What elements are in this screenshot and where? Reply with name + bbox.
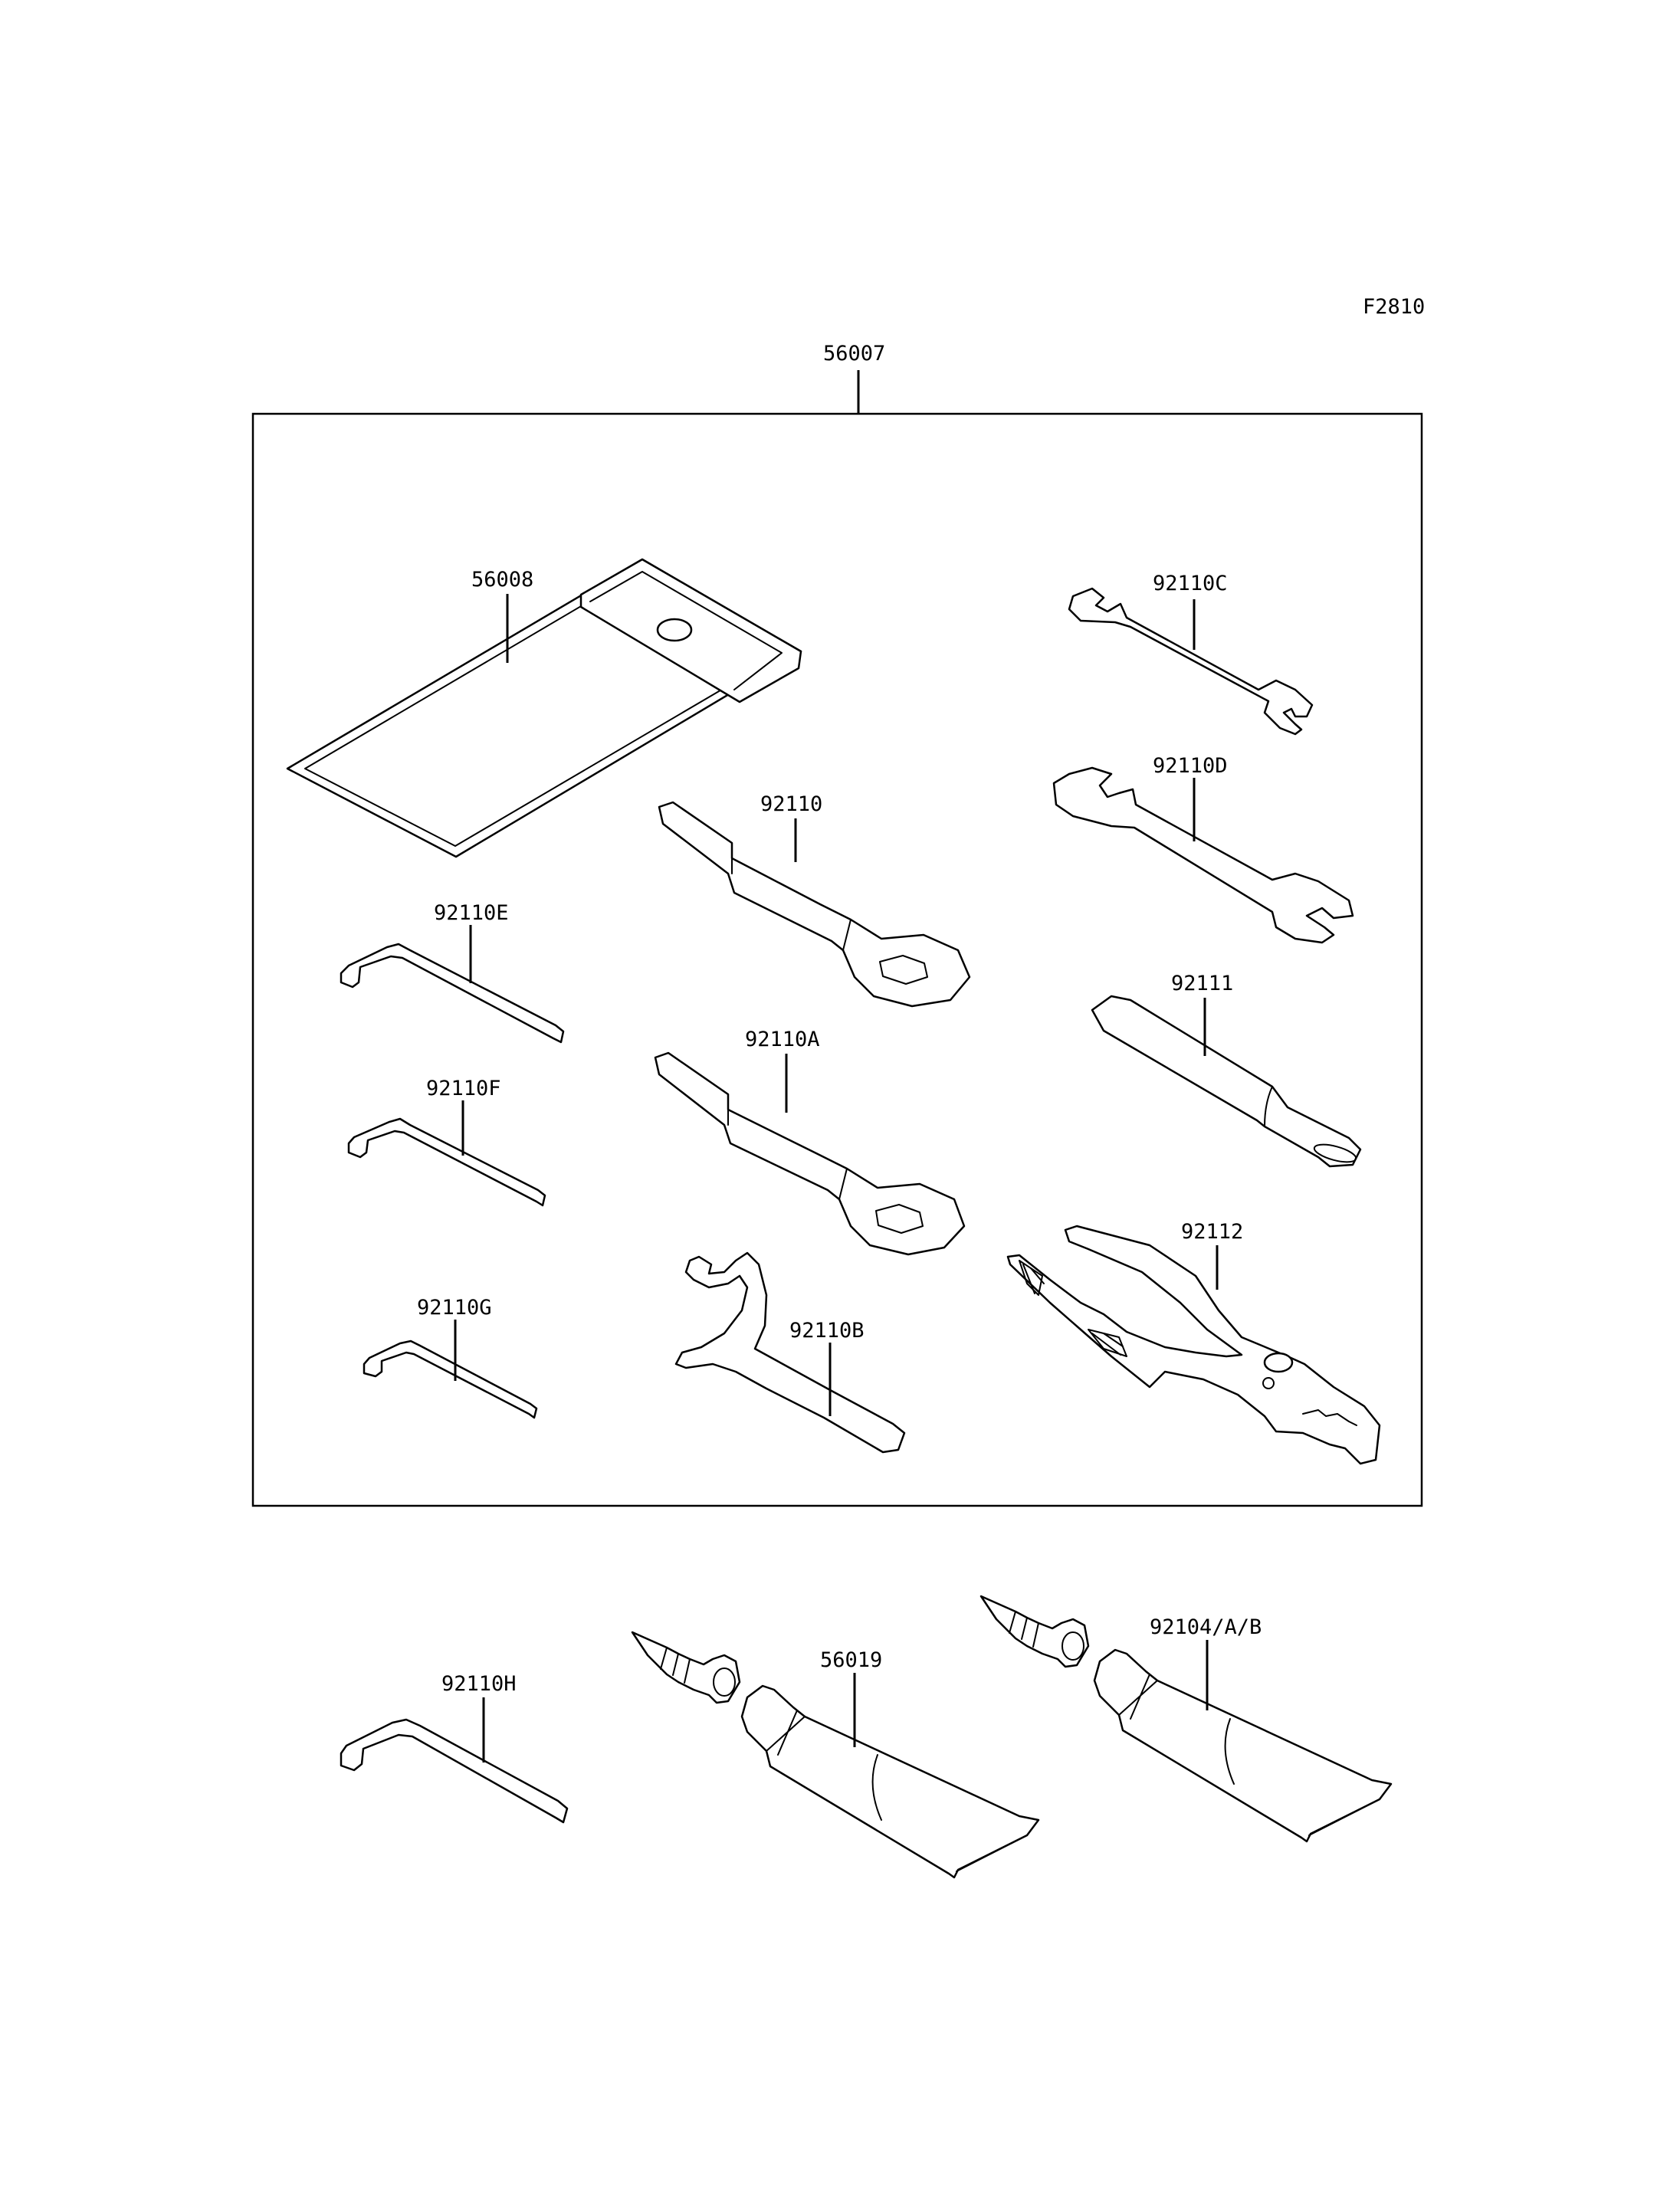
label-92110H[interactable]: 92110H xyxy=(441,1672,517,1696)
tube-92111: 92111 xyxy=(1091,972,1362,1168)
hex-key-92110E: 92110E xyxy=(340,901,565,1044)
ring-spanner-92110: 92110 xyxy=(658,792,971,1008)
tool-bag-56008: 56008 xyxy=(286,558,802,858)
hook-spanner-92110B: 92110B xyxy=(674,1251,906,1454)
label-92110E[interactable]: 92110E xyxy=(434,901,509,925)
label-56008[interactable]: 56008 xyxy=(471,568,533,592)
grease-tube-56019: 56019 xyxy=(631,1631,1040,1879)
label-56007[interactable]: 56007 xyxy=(823,342,885,366)
label-56019[interactable]: 56019 xyxy=(820,1648,882,1672)
hex-key-92110H: 92110H xyxy=(340,1672,569,1824)
hex-key-92110F: 92110F xyxy=(347,1077,546,1207)
label-92110D[interactable]: 92110D xyxy=(1153,754,1228,778)
wrench-92110C: 92110C xyxy=(1068,572,1314,736)
figure-code: F2810 xyxy=(1363,295,1425,319)
label-92104[interactable]: 92104/A/B xyxy=(1150,1615,1262,1639)
ring-spanner-92110A: 92110A xyxy=(654,1028,966,1256)
pliers-92112: 92112 xyxy=(1006,1220,1381,1465)
label-92110F[interactable]: 92110F xyxy=(426,1077,501,1100)
label-92110C[interactable]: 92110C xyxy=(1153,572,1228,595)
tool-kit-frame xyxy=(251,412,1423,1507)
wrench-92110D: 92110D xyxy=(1052,754,1354,944)
label-92110A[interactable]: 92110A xyxy=(745,1028,820,1051)
label-92111[interactable]: 92111 xyxy=(1171,972,1233,995)
label-92110B[interactable]: 92110B xyxy=(789,1319,865,1343)
grease-tube-92104: 92104/A/B xyxy=(979,1595,1393,1843)
label-92112[interactable]: 92112 xyxy=(1181,1220,1243,1244)
tool-kit-assembly: 56007 xyxy=(251,342,1423,1507)
label-92110[interactable]: 92110 xyxy=(760,792,822,816)
hex-key-92110G: 92110G xyxy=(363,1296,538,1419)
label-92110G[interactable]: 92110G xyxy=(417,1296,492,1320)
